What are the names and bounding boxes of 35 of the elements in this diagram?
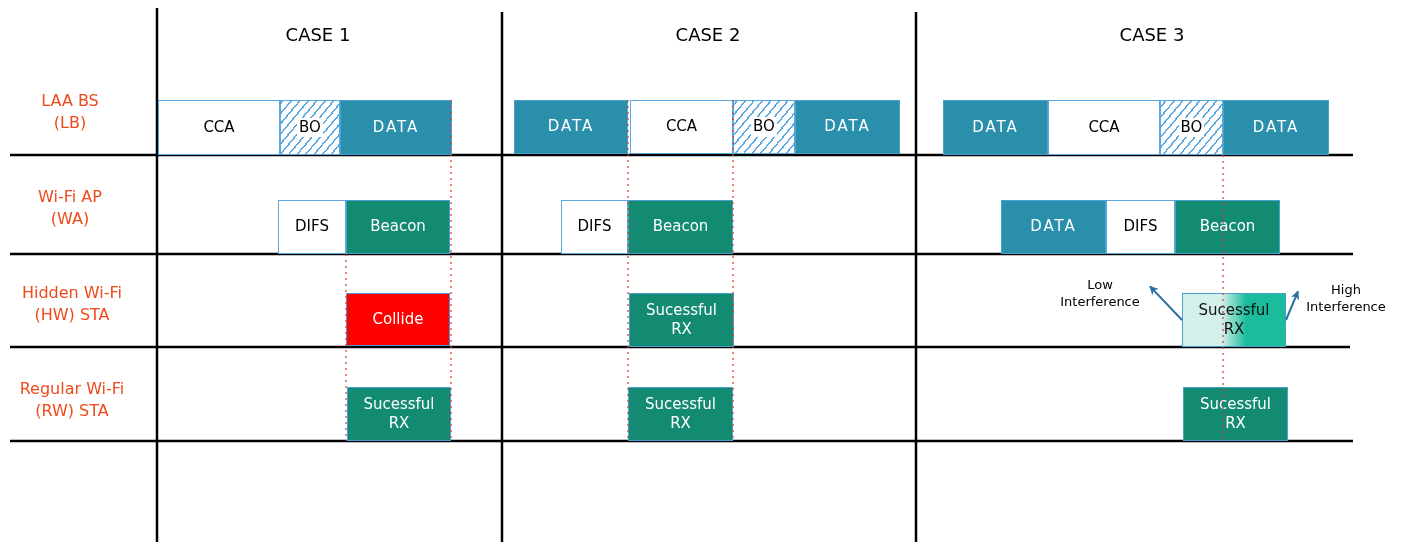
data-block: DATA xyxy=(340,100,452,155)
backoff-block: BO xyxy=(1160,100,1223,155)
collision-block: Collide xyxy=(346,293,450,346)
annotation-text: Low Interference xyxy=(1059,277,1141,311)
frame-block: Beacon xyxy=(1175,200,1280,254)
annotation-text: High Interference xyxy=(1306,282,1386,316)
frame-block: Sucessful RX xyxy=(628,387,733,441)
frame-block: Sucessful RX xyxy=(1183,387,1288,441)
idle-period-block: DIFS xyxy=(1106,200,1175,254)
row-label: Hidden Wi-Fi (HW) STA xyxy=(21,282,123,326)
idle-period-block: CCA xyxy=(158,100,280,155)
row-label: Wi-Fi AP (WA) xyxy=(37,186,103,230)
case-heading: CASE 2 xyxy=(674,24,742,45)
arrow xyxy=(1285,290,1299,321)
frame-block: Sucessful RX xyxy=(347,387,451,441)
case-heading: CASE 3 xyxy=(1118,24,1186,45)
data-block: DATA xyxy=(1223,100,1329,155)
idle-period-block: CCA xyxy=(630,100,733,154)
reception-block: Sucessful RX xyxy=(1182,293,1286,347)
data-block: DATA xyxy=(795,100,900,154)
frame-block: Sucessful RX xyxy=(629,293,734,347)
idle-period-block: CCA xyxy=(1048,100,1160,155)
case-heading: CASE 1 xyxy=(284,24,352,45)
frame-block: Beacon xyxy=(346,200,450,254)
idle-period-block: DIFS xyxy=(278,200,346,254)
data-block: DATA xyxy=(514,100,628,154)
idle-period-block: DIFS xyxy=(561,200,628,254)
arrow xyxy=(1149,285,1183,321)
data-block: DATA xyxy=(943,100,1048,155)
row-label: Regular Wi-Fi (RW) STA xyxy=(18,378,126,422)
backoff-block: BO xyxy=(733,100,795,154)
row-label: LAA BS (LB) xyxy=(40,90,100,134)
frame-block: Beacon xyxy=(628,200,733,254)
backoff-block: BO xyxy=(280,100,340,155)
data-block: DATA xyxy=(1001,200,1106,254)
